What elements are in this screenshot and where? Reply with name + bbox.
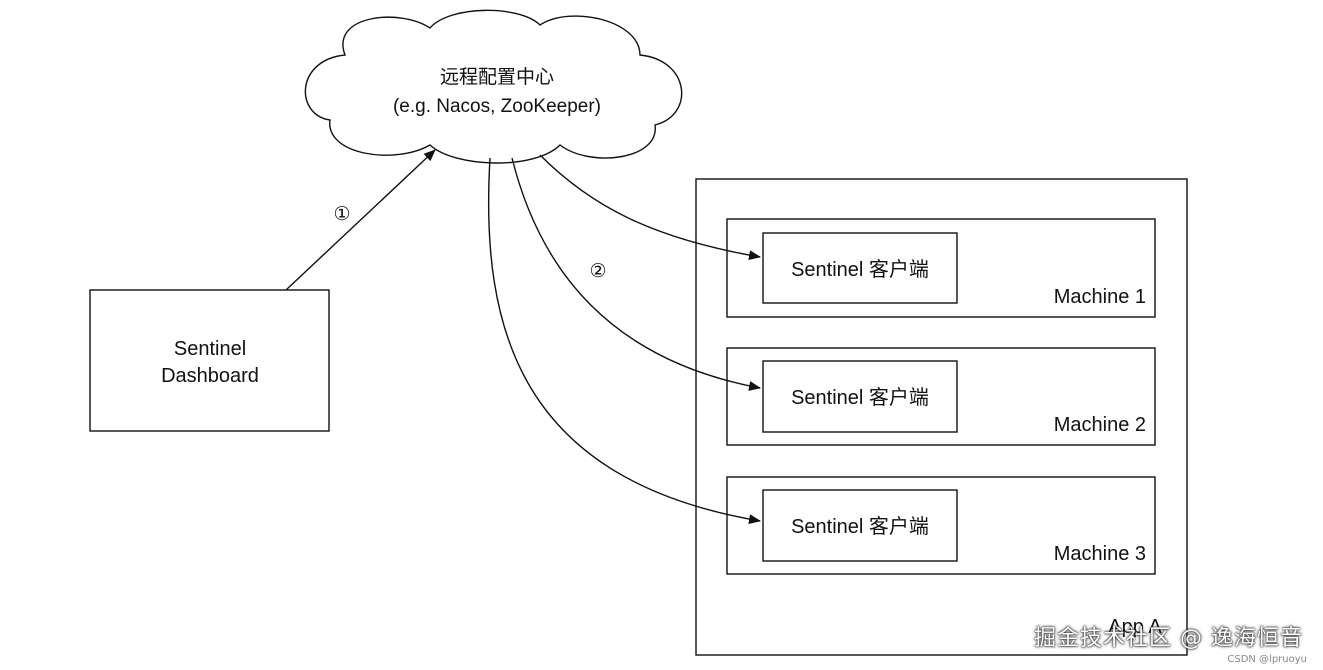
step-2-marker: ② — [589, 261, 606, 282]
sentinel-client-box — [762, 360, 958, 433]
machine-label: Machine 2 — [1054, 414, 1146, 436]
sentinel-client-box — [762, 232, 958, 304]
machine-label: Machine 1 — [1054, 286, 1146, 308]
config-center-cloud: 远程配置中心 (e.g. Nacos, ZooKeeper) — [304, 9, 683, 164]
dashboard-box — [89, 289, 330, 432]
step-1-marker: ① — [333, 204, 350, 225]
watermark-sub: CSDN @lpruoyu — [1227, 654, 1307, 665]
sentinel-client-label: Sentinel 客户端 — [791, 258, 929, 281]
sentinel-client-label: Sentinel 客户端 — [791, 515, 929, 538]
cloud-shape — [304, 9, 683, 164]
machine-3: Sentinel 客户端 Machine 3 — [726, 476, 1156, 575]
machine-2: Sentinel 客户端 Machine 2 — [726, 347, 1156, 446]
push-to-machine-3-arrow — [487, 157, 761, 525]
watermark-main: 掘金技术社区 @ 逸海恒音 — [1034, 626, 1303, 651]
config-center-subtitle: (e.g. Nacos, ZooKeeper) — [393, 96, 601, 117]
push-to-machine-2-arrow — [511, 157, 761, 391]
machine-1: Sentinel 客户端 Machine 1 — [726, 218, 1156, 318]
app-label: App A — [1108, 616, 1162, 638]
config-center-title: 远程配置中心 — [440, 66, 554, 88]
dashboard-label-line1: Sentinel — [174, 338, 246, 360]
machine-label: Machine 3 — [1054, 543, 1146, 565]
sentinel-client-label: Sentinel 客户端 — [791, 386, 929, 409]
push-to-machine-1-arrow — [539, 154, 761, 261]
sentinel-dashboard: Sentinel Dashboard — [89, 289, 330, 432]
dashboard-label-line2: Dashboard — [161, 365, 259, 387]
sentinel-client-box — [762, 489, 958, 562]
push-rule-arrow — [285, 149, 436, 291]
